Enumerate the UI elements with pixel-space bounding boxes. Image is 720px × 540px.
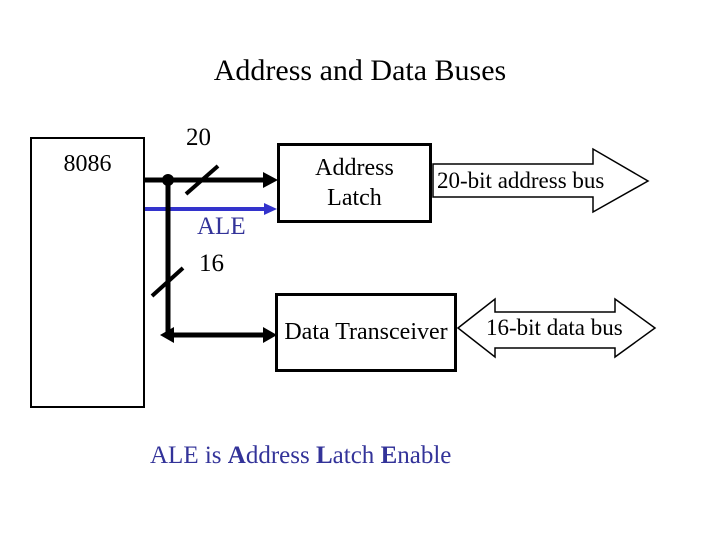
data-bus-arrowhead-left <box>160 327 174 343</box>
caption-bold-a: A <box>227 442 246 469</box>
address-latch-box: Address Latch <box>277 143 432 223</box>
caption-rest-a: ddress <box>245 442 316 469</box>
cpu-box: 8086 <box>30 137 145 408</box>
data-transceiver-box: Data Transceiver <box>275 293 457 372</box>
address-bus-block-arrow <box>432 147 650 214</box>
data-bus-width-label: 16 <box>199 250 224 277</box>
caption-bold-l: L <box>315 442 333 469</box>
address-bus-arrow-label: 20-bit address bus <box>437 168 605 193</box>
caption-rest-l: atch <box>332 442 381 469</box>
caption-bold-e: E <box>380 442 398 469</box>
data-bus-arrow-label: 16-bit data bus <box>486 315 623 340</box>
data-bus-block-arrow <box>456 297 657 359</box>
address-latch-label-line2: Latch <box>327 185 382 211</box>
data-transceiver-label: Data Transceiver <box>284 319 448 345</box>
data-bus-arrowhead-right <box>263 327 277 343</box>
ale-label: ALE <box>197 213 246 240</box>
address-bus-arrowhead <box>263 172 278 188</box>
bus-width-slash-16 <box>150 266 185 298</box>
bus-width-slash-20 <box>184 164 220 196</box>
caption-prefix: ALE is <box>150 442 228 469</box>
slide-title: Address and Data Buses <box>213 54 507 87</box>
cpu-box-label: 8086 <box>63 151 112 177</box>
address-bus-width-label: 20 <box>186 124 211 151</box>
address-latch-label-line1: Address <box>315 155 394 181</box>
ale-arrowhead <box>264 203 277 215</box>
ale-caption: ALE is Address Latch Enable <box>150 441 451 471</box>
caption-rest-e: nable <box>397 442 452 469</box>
